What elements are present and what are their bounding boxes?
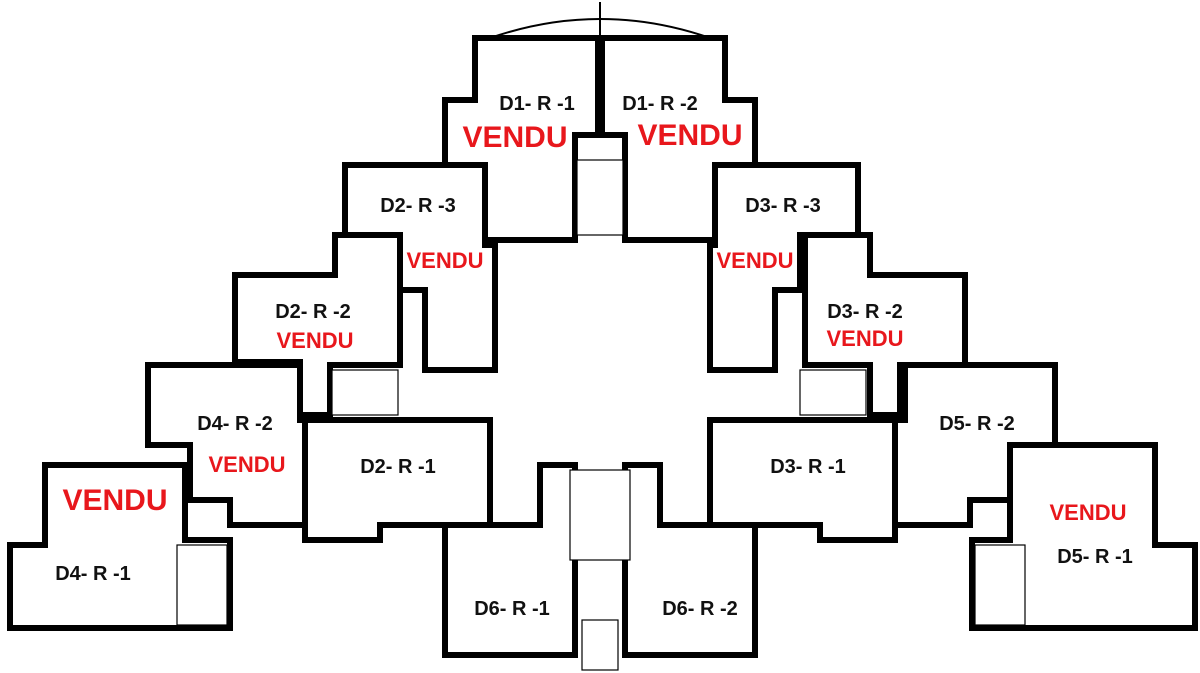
unit-label: D1- R -2 [622,93,698,115]
unit-label: D5- R -1 [1057,546,1133,568]
unit-d6-r-1[interactable] [442,462,578,658]
sold-badge: VENDU [826,326,903,351]
unit-d4-r-2[interactable] [145,362,308,528]
unit-label: D1- R -1 [499,93,575,115]
sold-badge: VENDU [716,248,793,273]
sold-badge: VENDU [276,328,353,353]
sold-badge: VENDU [62,484,167,517]
unit-d5-r-2[interactable] [892,362,1058,528]
unit-d2-r-1[interactable] [302,417,493,543]
stair-bottom [569,469,631,561]
stair-left [331,369,399,416]
sold-badge: VENDU [637,119,742,152]
unit-label: D4- R -1 [55,563,131,585]
stair-far-right [974,544,1026,626]
unit-label: D3- R -3 [745,195,821,217]
unit-d5-r-1[interactable] [969,442,1198,631]
unit-label: D2- R -2 [275,301,351,323]
unit-label: D2- R -3 [380,195,456,217]
unit-label: D2- R -1 [360,456,436,478]
sold-badge: VENDU [208,452,285,477]
unit-label: D3- R -2 [827,301,903,323]
unit-label: D6- R -2 [662,598,738,620]
unit-label: D5- R -2 [939,413,1015,435]
unit-d3-r-3[interactable] [707,162,861,373]
unit-d3-r-2[interactable] [802,232,968,418]
unit-d6-r-2[interactable] [622,462,758,658]
unit-d4-r-1[interactable] [7,462,233,631]
stair-far-left [176,544,228,626]
unit-label: D3- R -1 [770,456,846,478]
unit-label: D6- R -1 [474,598,550,620]
sold-badge: VENDU [406,248,483,273]
stair-right [799,369,867,416]
entrance-steps [581,619,619,671]
sold-badge: VENDU [1049,500,1126,525]
stair-top [576,159,624,236]
unit-label: D4- R -2 [197,413,273,435]
sold-badge: VENDU [462,121,567,154]
